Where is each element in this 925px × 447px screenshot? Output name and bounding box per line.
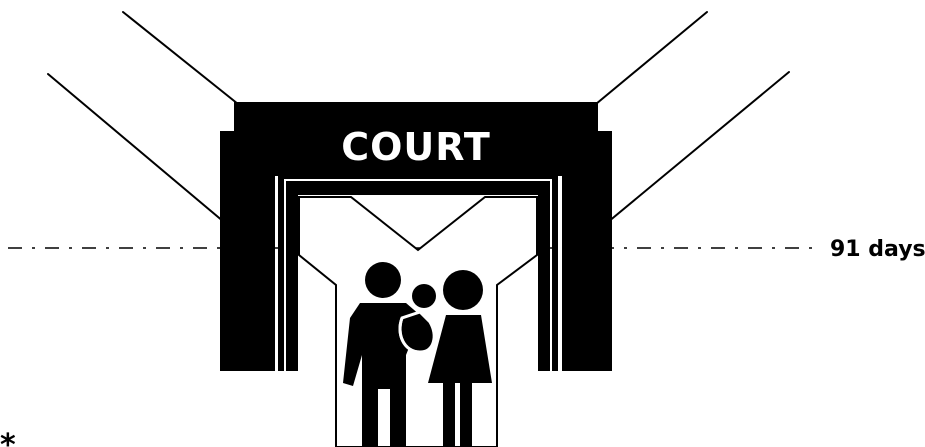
archway-inner-column-right: [538, 183, 548, 371]
duration-label: 91 days.: [830, 237, 925, 262]
ray-right-outer: [608, 72, 789, 222]
ray-left-inner: [123, 12, 238, 104]
father-head: [365, 262, 401, 298]
court-sign-label: COURT: [341, 125, 491, 169]
mother-head: [443, 270, 483, 310]
ray-right-inner: [596, 12, 707, 104]
footnote-marker: *: [0, 428, 16, 447]
ray-left-outer: [48, 74, 224, 222]
archway-inner-column-left: [288, 183, 298, 371]
child-head: [412, 284, 436, 308]
archway-top-band: [288, 183, 548, 195]
